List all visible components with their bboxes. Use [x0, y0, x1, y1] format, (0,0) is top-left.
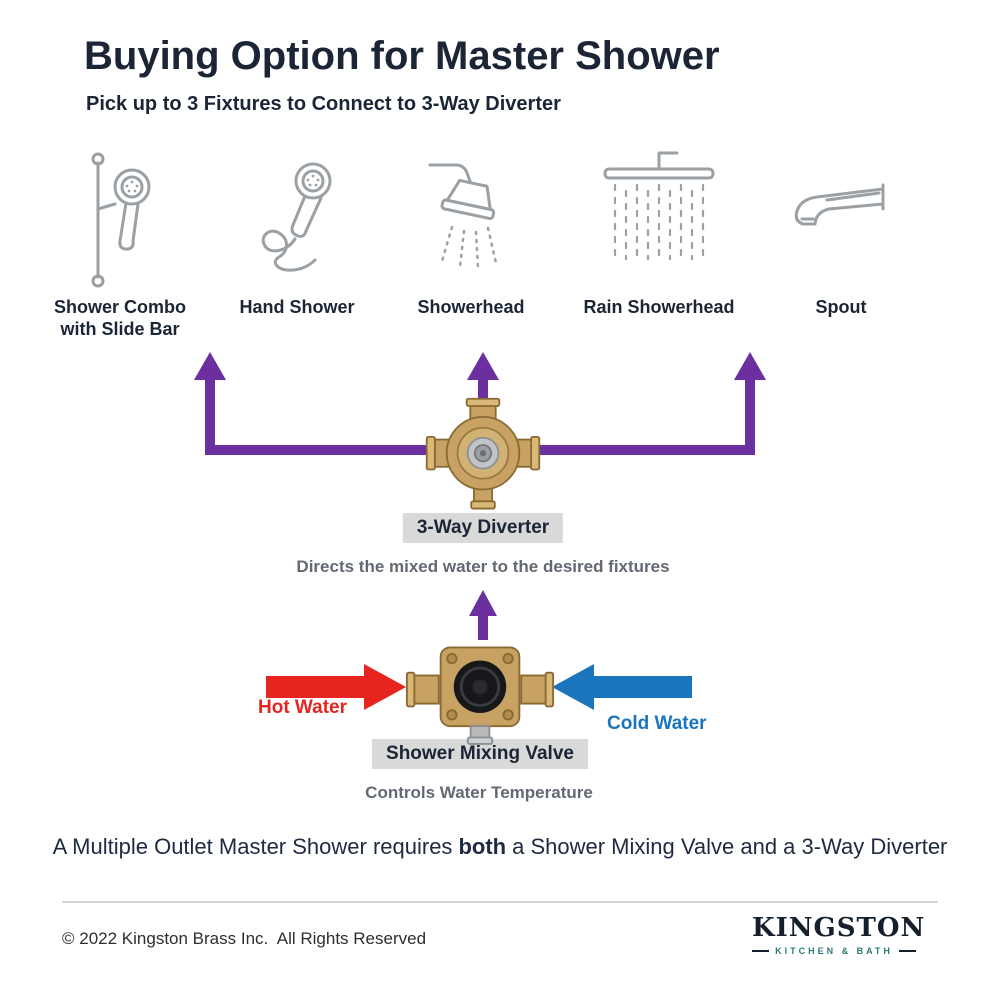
shower-combo-slide-bar-icon [30, 145, 210, 297]
fixture-label: Showerhead [417, 297, 525, 317]
fixture-shower-combo: Shower Combo with Slide Bar [30, 145, 210, 341]
brand-name: KINGSTON [752, 913, 926, 943]
brand-tagline: KITCHEN & BATH [775, 945, 893, 956]
requirement-note-after: a Shower Mixing Valve and a 3-Way Divert… [512, 834, 948, 859]
diverter-label: 3-Way Diverter [402, 513, 564, 543]
cold-water-arrow [552, 664, 692, 710]
copyright-text: © 2022 Kingston Brass Inc. All Rights Re… [62, 929, 427, 948]
three-way-diverter-valve-illustration [425, 397, 541, 510]
fixture-label: Spout [815, 297, 867, 317]
cold-water-label: Cold Water [607, 713, 707, 734]
page-subtitle: Pick up to 3 Fixtures to Connect to 3-Wa… [86, 93, 561, 115]
rain-showerhead-icon [569, 145, 749, 297]
brand-rule-left [752, 949, 770, 952]
hot-water-arrow [266, 664, 406, 710]
shower-mixing-valve-illustration [405, 646, 555, 745]
page-title: Buying Option for Master Shower [84, 34, 720, 78]
fixture-spout: Spout [751, 145, 931, 319]
fixture-hand-shower: Hand Shower [207, 145, 387, 319]
fixture-label: Hand Shower [239, 297, 355, 317]
showerhead-icon [381, 145, 561, 297]
mixing-valve-description: Controls Water Temperature [365, 783, 593, 802]
diverter-description: Directs the mixed water to the desired f… [296, 557, 670, 576]
fixture-rain-showerhead: Rain Showerhead [569, 145, 749, 319]
brand-rule-right [898, 949, 917, 952]
fixture-showerhead: Showerhead [381, 145, 561, 319]
requirement-note-before: A Multiple Outlet Master Shower requires [52, 834, 453, 859]
requirement-note: A Multiple Outlet Master Shower requires… [0, 834, 1000, 860]
spout-icon [751, 145, 931, 297]
hot-water-label: Hot Water [258, 697, 348, 718]
mixing-valve-to-diverter-arrow [469, 590, 497, 640]
hand-shower-icon [207, 145, 387, 297]
requirement-note-bold: both [458, 834, 507, 859]
footer-divider [62, 901, 938, 903]
fixture-label: Rain Showerhead [583, 297, 735, 317]
fixture-label: Shower Combo with Slide Bar [53, 297, 186, 339]
kingston-brand-logo: KINGSTON KITCHEN & BATH [752, 913, 926, 956]
